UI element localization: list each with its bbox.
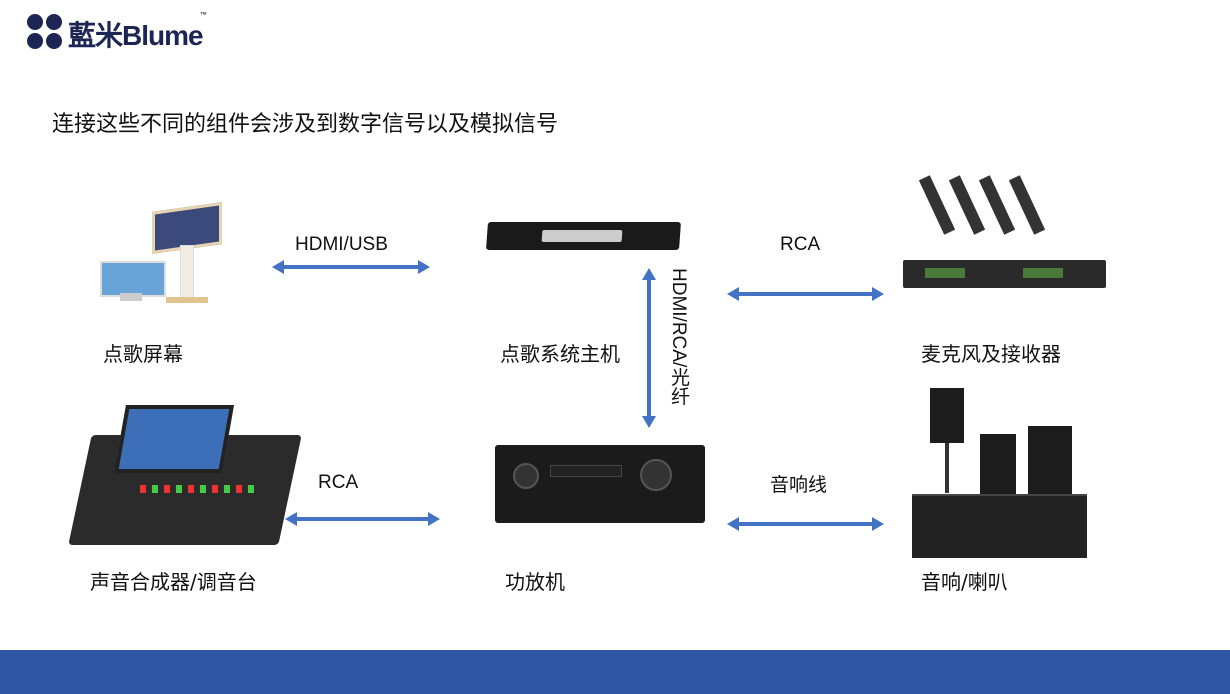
logo-text: 藍米Blume	[68, 20, 204, 51]
connection-label-rca-mixer: RCA	[318, 472, 359, 493]
microphone-receiver-image	[903, 175, 1106, 288]
double-arrow-mixer-amp	[285, 512, 440, 526]
connection-label-hdmi-rca-optical: HDMI/RCA/光纤	[668, 268, 689, 406]
label-mixer: 声音合成器/调音台	[90, 570, 257, 594]
label-speakers: 音响/喇叭	[921, 570, 1008, 594]
label-microphone-receiver: 麦克风及接收器	[921, 342, 1061, 366]
label-amplifier: 功放机	[505, 570, 565, 594]
slide-title: 连接这些不同的组件会涉及到数字信号以及模拟信号	[52, 112, 559, 137]
karaoke-screen-image	[100, 202, 222, 305]
mixer-console-image	[68, 395, 302, 548]
footer-bar	[0, 650, 1230, 694]
karaoke-host-image	[486, 222, 681, 250]
double-arrow-amp-speaker	[727, 517, 884, 531]
connection-label-rca-mic: RCA	[780, 234, 821, 255]
label-karaoke-host: 点歌系统主机	[500, 342, 620, 366]
double-arrow-host-amp	[642, 268, 656, 428]
amplifier-image	[495, 445, 705, 523]
speakers-image	[912, 388, 1087, 558]
connection-label-hdmi-usb: HDMI/USB	[295, 234, 388, 255]
logo-icon	[27, 14, 63, 50]
logo-trademark: ™	[200, 12, 207, 19]
double-arrow-host-mic	[727, 287, 884, 301]
label-karaoke-screen: 点歌屏幕	[103, 342, 183, 366]
connection-label-speaker-cable: 音响线	[770, 474, 828, 496]
double-arrow-screen-host	[272, 260, 430, 274]
